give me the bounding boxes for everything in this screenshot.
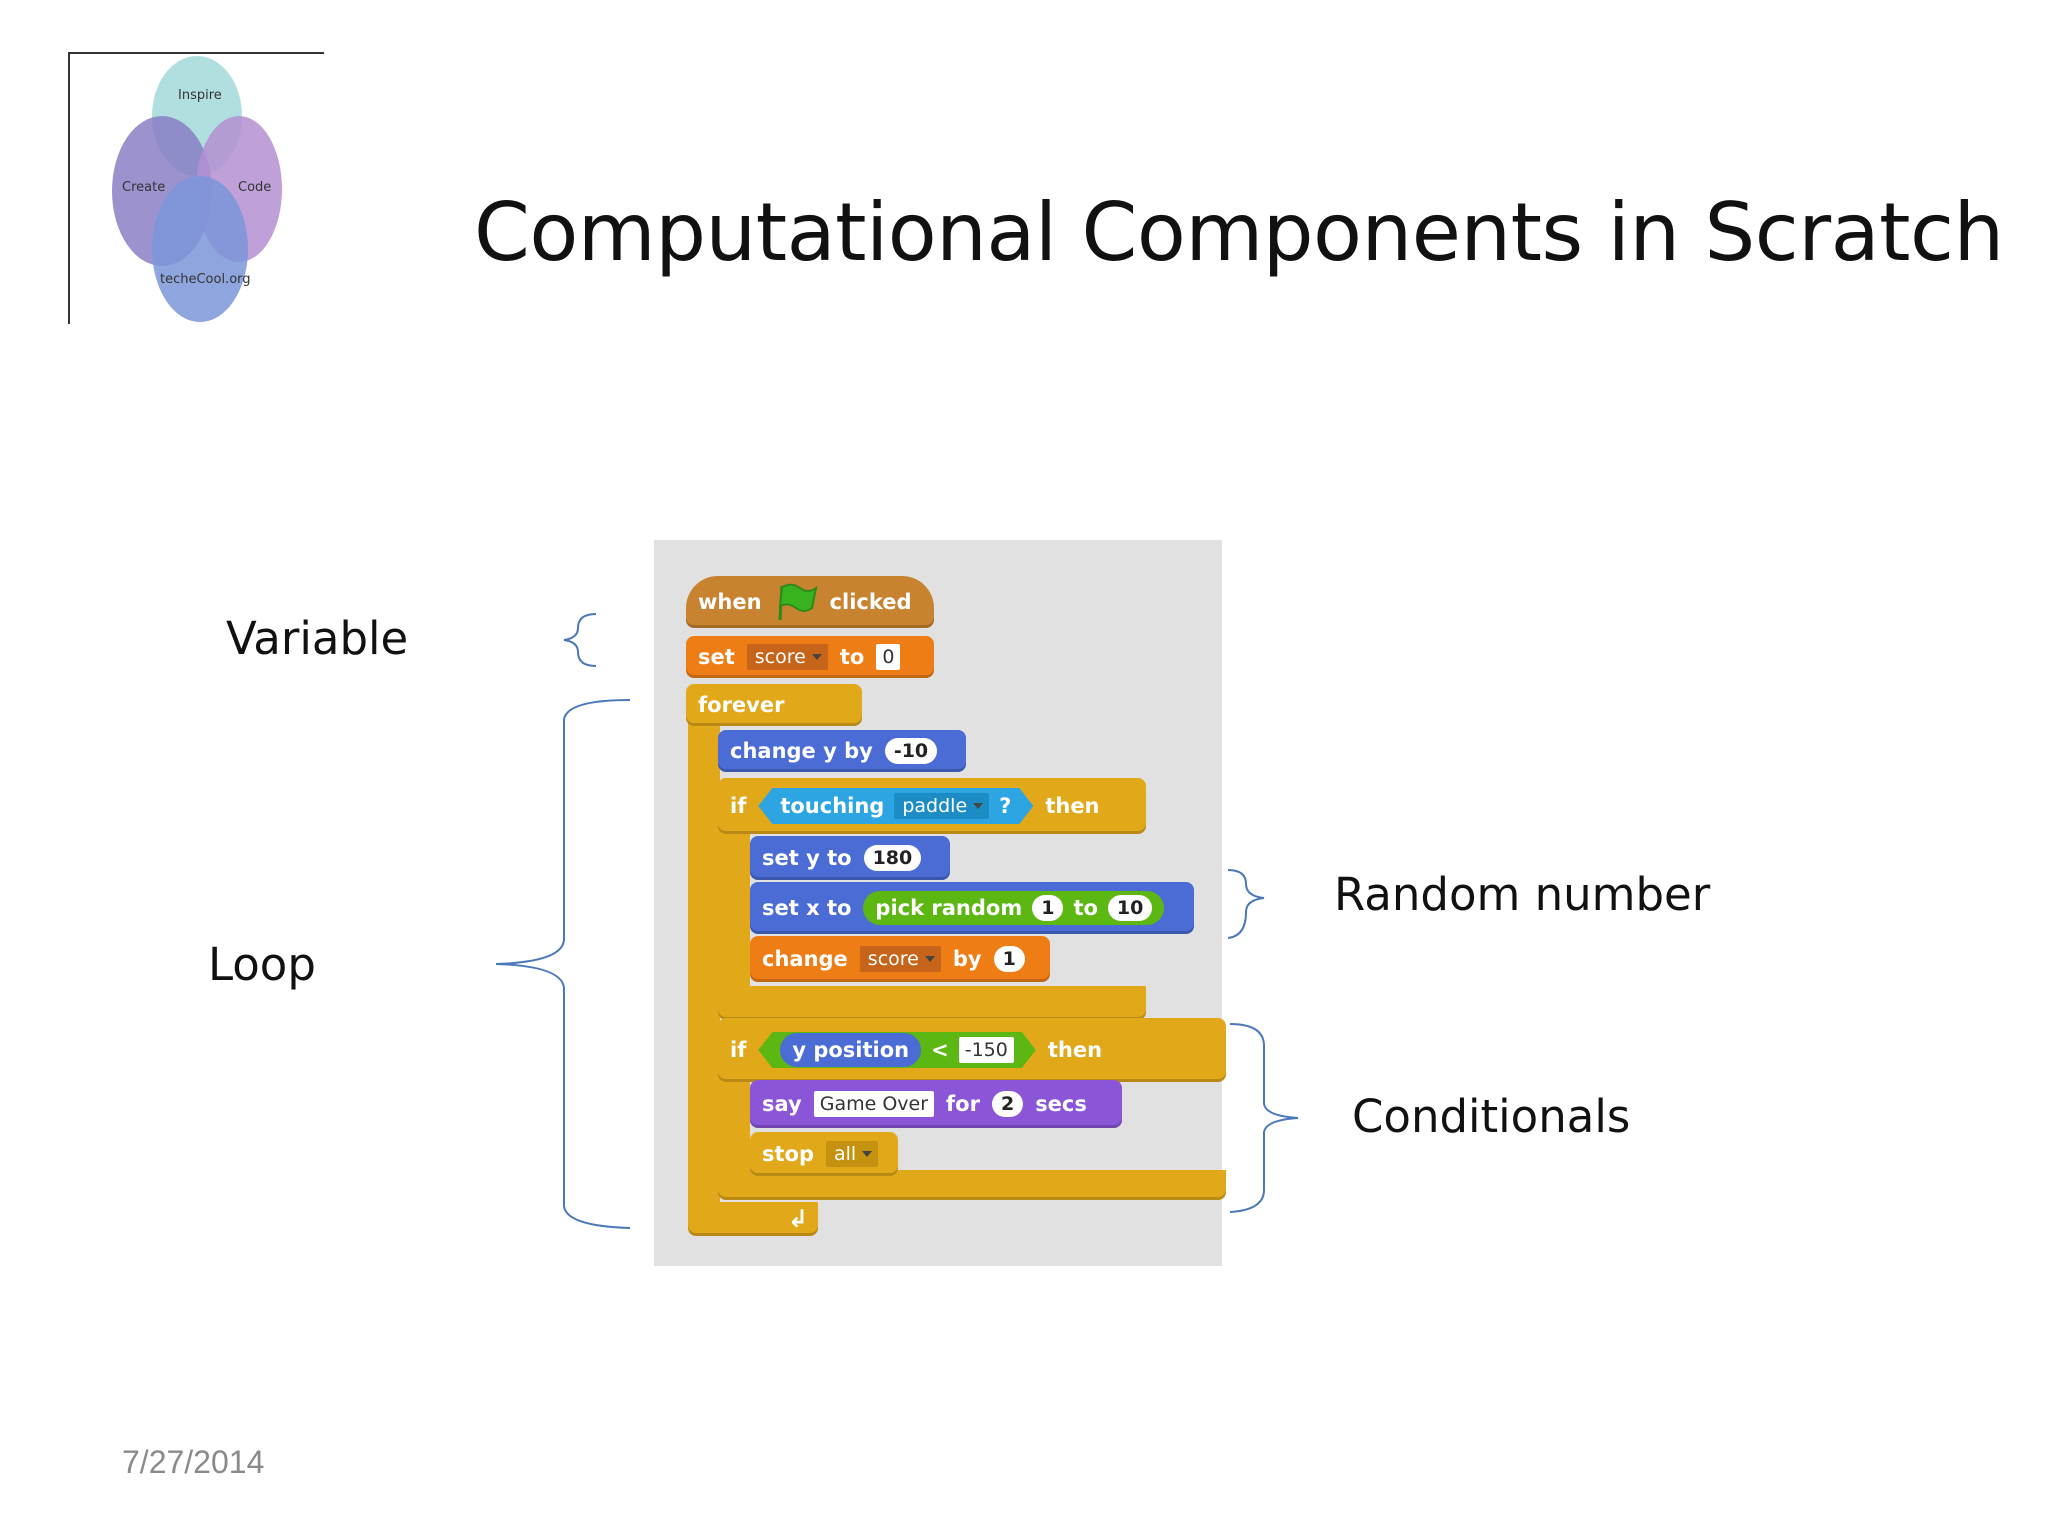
for-label: for — [946, 1092, 980, 1116]
pick-random-label: pick random — [875, 896, 1023, 920]
random-from-value[interactable]: 1 — [1032, 895, 1064, 921]
secs-label: secs — [1035, 1092, 1087, 1116]
if-ypos-block[interactable]: if y position < -150 then — [718, 1018, 1226, 1082]
label-conditionals: Conditionals — [1352, 1090, 1631, 1143]
to-label: to — [839, 645, 865, 669]
random-brace — [1227, 869, 1265, 939]
forever-block-arm — [688, 684, 720, 1220]
logo-circle-site — [152, 176, 248, 322]
slide-title: Computational Components in Scratch — [474, 186, 2004, 279]
then-label-2: then — [1047, 1038, 1103, 1062]
set-y-value[interactable]: 180 — [863, 845, 922, 871]
set-score-block[interactable]: set score to 0 — [686, 636, 934, 678]
stop-label: stop — [762, 1142, 814, 1166]
say-block[interactable]: say Game Over for 2 secs — [750, 1080, 1122, 1128]
logo-text-create: Create — [122, 180, 166, 195]
variable-brace — [563, 613, 597, 667]
change-y-value[interactable]: -10 — [884, 738, 938, 764]
loop-arrow-icon: ↲ — [787, 1205, 808, 1233]
paddle-dropdown[interactable]: paddle — [894, 793, 989, 819]
label-variable: Variable — [226, 612, 409, 665]
logo-frame-top — [68, 52, 324, 54]
set-y-block[interactable]: set y to 180 — [750, 836, 950, 880]
by-label: by — [952, 947, 982, 971]
conditionals-brace — [1229, 1023, 1299, 1213]
set-x-block[interactable]: set x to pick random 1 to 10 — [750, 882, 1194, 934]
question-mark-label: ? — [999, 794, 1012, 818]
when-label: when — [698, 590, 762, 614]
say-label: say — [762, 1092, 802, 1116]
then-label: then — [1045, 794, 1100, 818]
logo-frame-left — [68, 52, 70, 324]
clicked-label: clicked — [829, 590, 912, 614]
less-than-label: < — [931, 1038, 949, 1062]
when-flag-clicked-block[interactable]: when clicked — [686, 576, 934, 628]
less-than-condition[interactable]: y position < -150 — [758, 1032, 1036, 1068]
random-to-label: to — [1073, 896, 1098, 920]
set-score-value[interactable]: 0 — [876, 644, 901, 670]
less-than-value[interactable]: -150 — [959, 1037, 1014, 1063]
change-y-block[interactable]: change y by -10 — [718, 730, 966, 772]
change-score-dropdown[interactable]: score — [859, 946, 941, 972]
if-touching-block[interactable]: if touching paddle ? then — [718, 778, 1146, 834]
set-label: set — [698, 645, 735, 669]
loop-brace — [495, 699, 631, 1229]
y-position-reporter[interactable]: y position — [780, 1033, 921, 1067]
y-position-label: y position — [792, 1038, 910, 1062]
if-touching-bottom — [718, 986, 1146, 1020]
forever-label: forever — [698, 693, 785, 717]
if-label-2: if — [730, 1038, 747, 1062]
touching-condition[interactable]: touching paddle ? — [758, 788, 1033, 824]
scratch-script-panel: ↲ when clicked set score to 0 forever ch… — [654, 540, 1226, 1266]
change-label: change — [762, 947, 848, 971]
score-dropdown[interactable]: score — [746, 644, 828, 670]
touching-label: touching — [780, 794, 885, 818]
if-label: if — [730, 794, 747, 818]
green-flag-icon — [778, 583, 818, 621]
pick-random-reporter[interactable]: pick random 1 to 10 — [863, 891, 1165, 925]
logo-text-inspire: Inspire — [178, 88, 222, 103]
set-y-label: set y to — [762, 846, 852, 870]
set-x-label: set x to — [762, 896, 852, 920]
say-secs-value[interactable]: 2 — [991, 1091, 1024, 1117]
slide-date: 7/27/2014 — [122, 1444, 265, 1480]
change-score-block[interactable]: change score by 1 — [750, 936, 1050, 982]
random-to-value[interactable]: 10 — [1107, 895, 1153, 921]
forever-block-bottom: ↲ — [688, 1202, 818, 1236]
label-loop: Loop — [208, 938, 316, 991]
stop-block[interactable]: stop all — [750, 1132, 898, 1176]
logo-text-site: techeCool.org — [160, 272, 251, 287]
change-y-label: change y by — [730, 739, 873, 763]
forever-block[interactable]: forever — [686, 684, 862, 726]
say-text[interactable]: Game Over — [813, 1091, 935, 1117]
logo-text-code: Code — [238, 180, 272, 195]
stop-dropdown[interactable]: all — [826, 1141, 879, 1167]
change-score-value[interactable]: 1 — [993, 946, 1025, 972]
label-random: Random number — [1334, 868, 1711, 921]
